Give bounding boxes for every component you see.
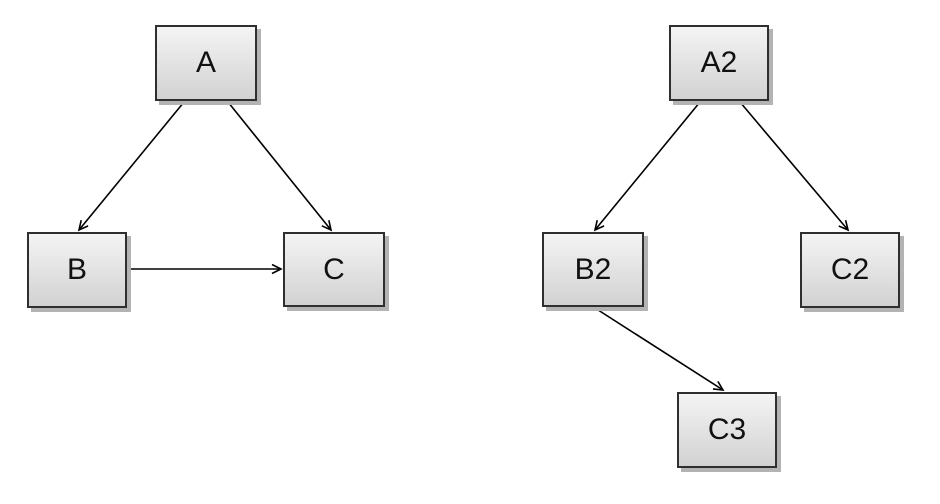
node-label-B: B: [66, 253, 87, 286]
edge-A-B: [79, 101, 185, 230]
node-C2[interactable]: C2: [800, 232, 900, 308]
node-label-A: A: [195, 46, 216, 79]
node-C[interactable]: C: [283, 232, 385, 307]
node-A2[interactable]: A2: [669, 25, 769, 101]
edge-A2-C2: [739, 101, 848, 230]
node-B[interactable]: B: [27, 232, 127, 308]
node-label-A2: A2: [700, 46, 738, 79]
node-label-C3: C3: [707, 413, 747, 446]
node-label-B2: B2: [574, 252, 612, 286]
edge-A2-B2: [595, 101, 701, 230]
node-B2[interactable]: B2: [542, 232, 644, 307]
node-C3[interactable]: C3: [677, 392, 777, 468]
edge-A-C: [227, 101, 331, 230]
edge-B2-C3: [594, 307, 723, 390]
node-label-C2: C2: [830, 253, 870, 286]
node-label-C: C: [323, 252, 345, 286]
node-A[interactable]: A: [155, 25, 257, 101]
